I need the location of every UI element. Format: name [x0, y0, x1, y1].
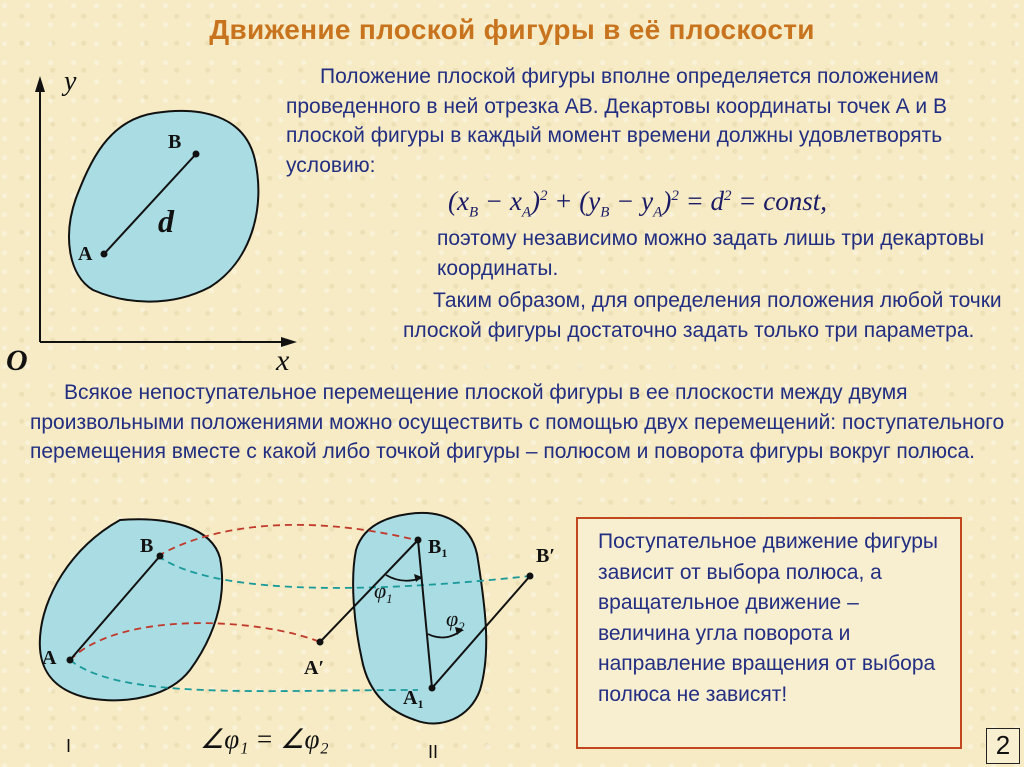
- y-axis-label: y: [61, 66, 77, 97]
- plane-figure: [68, 109, 260, 303]
- segment-a1-b-prime: [431, 575, 531, 689]
- label-a-pos1: A: [42, 647, 57, 669]
- trajectory-a-dashed-teal: [69, 659, 419, 693]
- label-a: A: [78, 243, 93, 265]
- page-number: 2: [986, 728, 1020, 764]
- label-a1: A1: [403, 687, 423, 711]
- origin-label: O: [6, 344, 28, 377]
- point-a-pos1: [66, 656, 74, 664]
- trajectory-b-dashed-red: [157, 524, 417, 557]
- label-b1: B1: [428, 536, 447, 560]
- displacement-diagram: A B B1 A1 A′ B′ φ1 φ2 I II ∠φ₁ = ∠φ₂: [38, 511, 555, 762]
- label-position-1: I: [66, 736, 71, 756]
- label-b: B: [168, 131, 181, 153]
- label-phi2: φ2: [446, 606, 465, 634]
- segment-ab: [103, 153, 197, 255]
- point-b1: [414, 536, 422, 544]
- trajectory-a-dashed-red: [69, 622, 321, 661]
- note-box: Поступательное движение фигуры зависит о…: [576, 517, 962, 749]
- y-axis-arrow-icon: [35, 76, 45, 92]
- paragraph-three-coordinates: поэтому независимо можно задать лишь три…: [437, 227, 985, 280]
- angle-arrow-phi1-icon: [414, 574, 422, 582]
- figure-position-2: [352, 511, 488, 725]
- label-b-prime: B′: [536, 545, 555, 567]
- label-d: d: [158, 203, 175, 239]
- point-a-prime: [316, 638, 324, 646]
- angle-arrow-phi2-icon: [455, 627, 463, 635]
- note-text: Поступательное движение фигуры зависит о…: [598, 530, 938, 706]
- x-axis-label: x: [275, 344, 290, 377]
- paragraph-three-parameters: Таким образом, для определения положения…: [403, 289, 1002, 342]
- paragraph-motion-decomposition: Всякое непоступательное перемещение плос…: [30, 381, 1005, 463]
- segment-a1-b1: [417, 539, 433, 689]
- distance-formula: (xB − xA)2 + (yB − yA)2 = d2 = const,: [448, 186, 828, 221]
- point-a: [100, 250, 108, 258]
- coordinate-diagram: y x O A B d: [6, 66, 297, 377]
- segment-a-prime-b1: [319, 539, 419, 643]
- figure-position-1: [38, 518, 224, 702]
- label-phi1: φ1: [374, 578, 393, 606]
- angle-equality: ∠φ₁ = ∠φ₂: [200, 724, 329, 754]
- label-b-pos1: B: [140, 535, 153, 557]
- point-b-pos1: [156, 552, 164, 560]
- slide-title: Движение плоской фигуры в её плоскости: [209, 14, 815, 45]
- point-b: [192, 150, 200, 158]
- label-a-prime: A′: [304, 657, 324, 679]
- paragraph-position-definition: Положение плоской фигуры вполне определя…: [286, 65, 947, 177]
- point-b-prime: [526, 572, 534, 580]
- label-position-2: II: [428, 742, 438, 762]
- x-axis-arrow-icon: [281, 337, 297, 347]
- segment-ab-pos1: [69, 555, 161, 661]
- point-a1: [428, 684, 436, 692]
